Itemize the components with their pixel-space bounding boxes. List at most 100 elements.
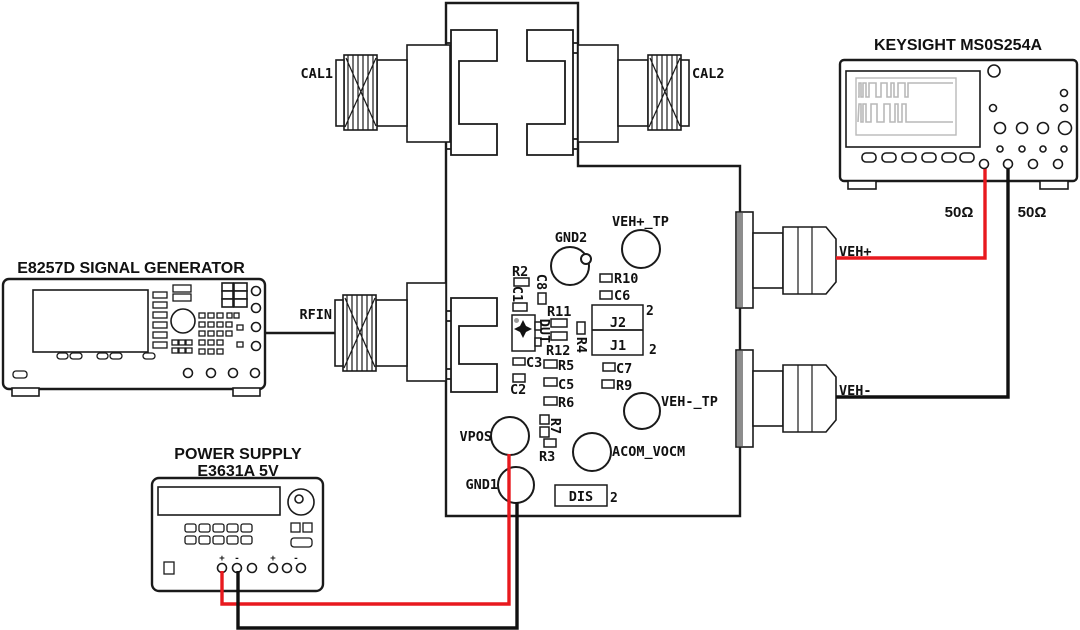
sg-foot-left [11, 387, 40, 397]
ps-terminals [216, 562, 307, 574]
dis-label: DIS [569, 489, 593, 505]
ps-minus1-mark: - [234, 554, 239, 564]
scope-bnc-inputs [978, 158, 1064, 170]
ps-minus2-mark: - [293, 554, 298, 564]
c5-label: C5 [558, 377, 574, 393]
r4-label: R4 [573, 337, 589, 353]
board-outline [444, 1, 742, 518]
power-supply-title-line1: POWER SUPPLY [174, 446, 302, 463]
scope-graticule [855, 77, 957, 136]
cal1-footprint [450, 29, 498, 156]
c3-label: C3 [526, 355, 542, 371]
veh-plus-label: VEH+ [839, 244, 872, 260]
r7-label: R7 [547, 418, 563, 434]
cal1-connector [335, 44, 451, 143]
j2-label: J2 [610, 315, 626, 331]
scope-softkeys [861, 152, 975, 163]
scope-input1-impedance: 50Ω [945, 204, 974, 221]
c7-label: C7 [616, 361, 632, 377]
scope-controls [987, 64, 1073, 153]
acom-vocm-testpoint [572, 432, 612, 472]
ps-plus1-mark: + [219, 554, 225, 564]
ps-plus2-mark: + [270, 554, 276, 564]
cal2-footprint [526, 29, 574, 156]
cal2-connector [577, 44, 690, 143]
rfin-footprint [450, 297, 498, 393]
scope-bnc-2 [1002, 158, 1014, 170]
sg-display [32, 289, 149, 353]
r11-label: R11 [547, 304, 571, 320]
c8-label: C8 [533, 274, 549, 290]
veh-minus-tp-label: VEH-_TP [661, 394, 718, 410]
sg-right-buttons [250, 285, 262, 352]
c2-label: C2 [510, 382, 526, 398]
dut-pin1-marker [514, 320, 532, 338]
footprint-tabs-rfin [446, 310, 451, 380]
wire-supply-negative [236, 502, 519, 630]
dut-package [511, 314, 542, 352]
sg-bottom-buttons [12, 352, 261, 379]
power-supply: POWER SUPPLY E3631A 5V + - + - [150, 446, 325, 593]
vpos-label: VPOS [459, 429, 492, 445]
veh-minus-connector [735, 349, 837, 448]
scope-foot-right [1039, 180, 1069, 190]
j2-pin-label: 2 [646, 304, 654, 319]
ps-buttons [163, 522, 313, 575]
r9-label: R9 [616, 378, 632, 394]
scope-foot-left [847, 180, 877, 190]
r12-label: R12 [546, 343, 570, 359]
c1-label: C1 [509, 286, 525, 302]
sg-softkeys [152, 284, 192, 349]
rfin-connector [334, 282, 447, 382]
ps-display [157, 486, 281, 516]
eval-board: CAL1 CAL2 RFIN VEH+ [265, 1, 872, 518]
sg-foot-right [232, 387, 261, 397]
cal1-label: CAL1 [300, 66, 333, 82]
j1-pin-label: 2 [649, 343, 657, 358]
sg-keypad [171, 312, 244, 355]
j1-label: J1 [610, 338, 626, 354]
oscilloscope-title: KEYSIGHT MS0S254A [874, 37, 1043, 54]
scope-input2-impedance: 50Ω [1018, 204, 1047, 221]
veh-minus-label: VEH- [839, 383, 872, 399]
wire-veh-plus-to-scope [836, 168, 987, 260]
power-supply-title-line2: E3631A 5V [197, 463, 279, 480]
board-components: R2 C1 C8 R11 DUT R12 R4 R10 [509, 264, 657, 507]
dis-jumper [554, 484, 608, 507]
wire-supply-positive [220, 454, 511, 606]
r5-label: R5 [558, 358, 574, 374]
signal-generator: E8257D SIGNAL GENERATOR [1, 260, 267, 397]
r10-label: R10 [614, 271, 638, 287]
c6-label: C6 [614, 288, 630, 304]
r6-label: R6 [558, 395, 574, 411]
signal-generator-title: E8257D SIGNAL GENERATOR [17, 260, 245, 277]
dut-label: DUT [536, 319, 552, 343]
gnd2-via [580, 253, 592, 265]
acom-vocm-label: ACOM_VOCM [612, 444, 685, 460]
gnd2-testpoint [550, 246, 590, 286]
scope-bnc-3 [1027, 158, 1039, 170]
vpos-testpoint [490, 416, 530, 456]
ps-terminal-marks: + - + - [219, 554, 298, 564]
veh-plus-testpoint [621, 229, 661, 269]
ps-knob-dot [294, 494, 304, 504]
dis-pin-label: 2 [610, 491, 618, 506]
sg-knob [170, 308, 196, 334]
gnd1-label: GND1 [465, 477, 498, 493]
veh-minus-testpoint [623, 392, 661, 430]
oscilloscope: KEYSIGHT MS0S254A [838, 37, 1079, 221]
sg-function-keys [221, 282, 248, 308]
r2-label: R2 [512, 264, 528, 280]
wire-veh-minus-to-scope [836, 168, 1010, 399]
veh-plus-connector [735, 211, 837, 309]
jumper-block: J2 J1 2 2 [591, 304, 657, 358]
r3-label: R3 [539, 449, 555, 465]
gnd2-label: GND2 [555, 230, 588, 246]
cal2-label: CAL2 [692, 66, 725, 82]
veh-plus-tp-label: VEH+_TP [612, 214, 669, 230]
gnd1-testpoint [497, 466, 535, 504]
scope-trace-2 [857, 103, 953, 123]
scope-trace-1 [858, 82, 953, 98]
rfin-label: RFIN [299, 307, 332, 323]
